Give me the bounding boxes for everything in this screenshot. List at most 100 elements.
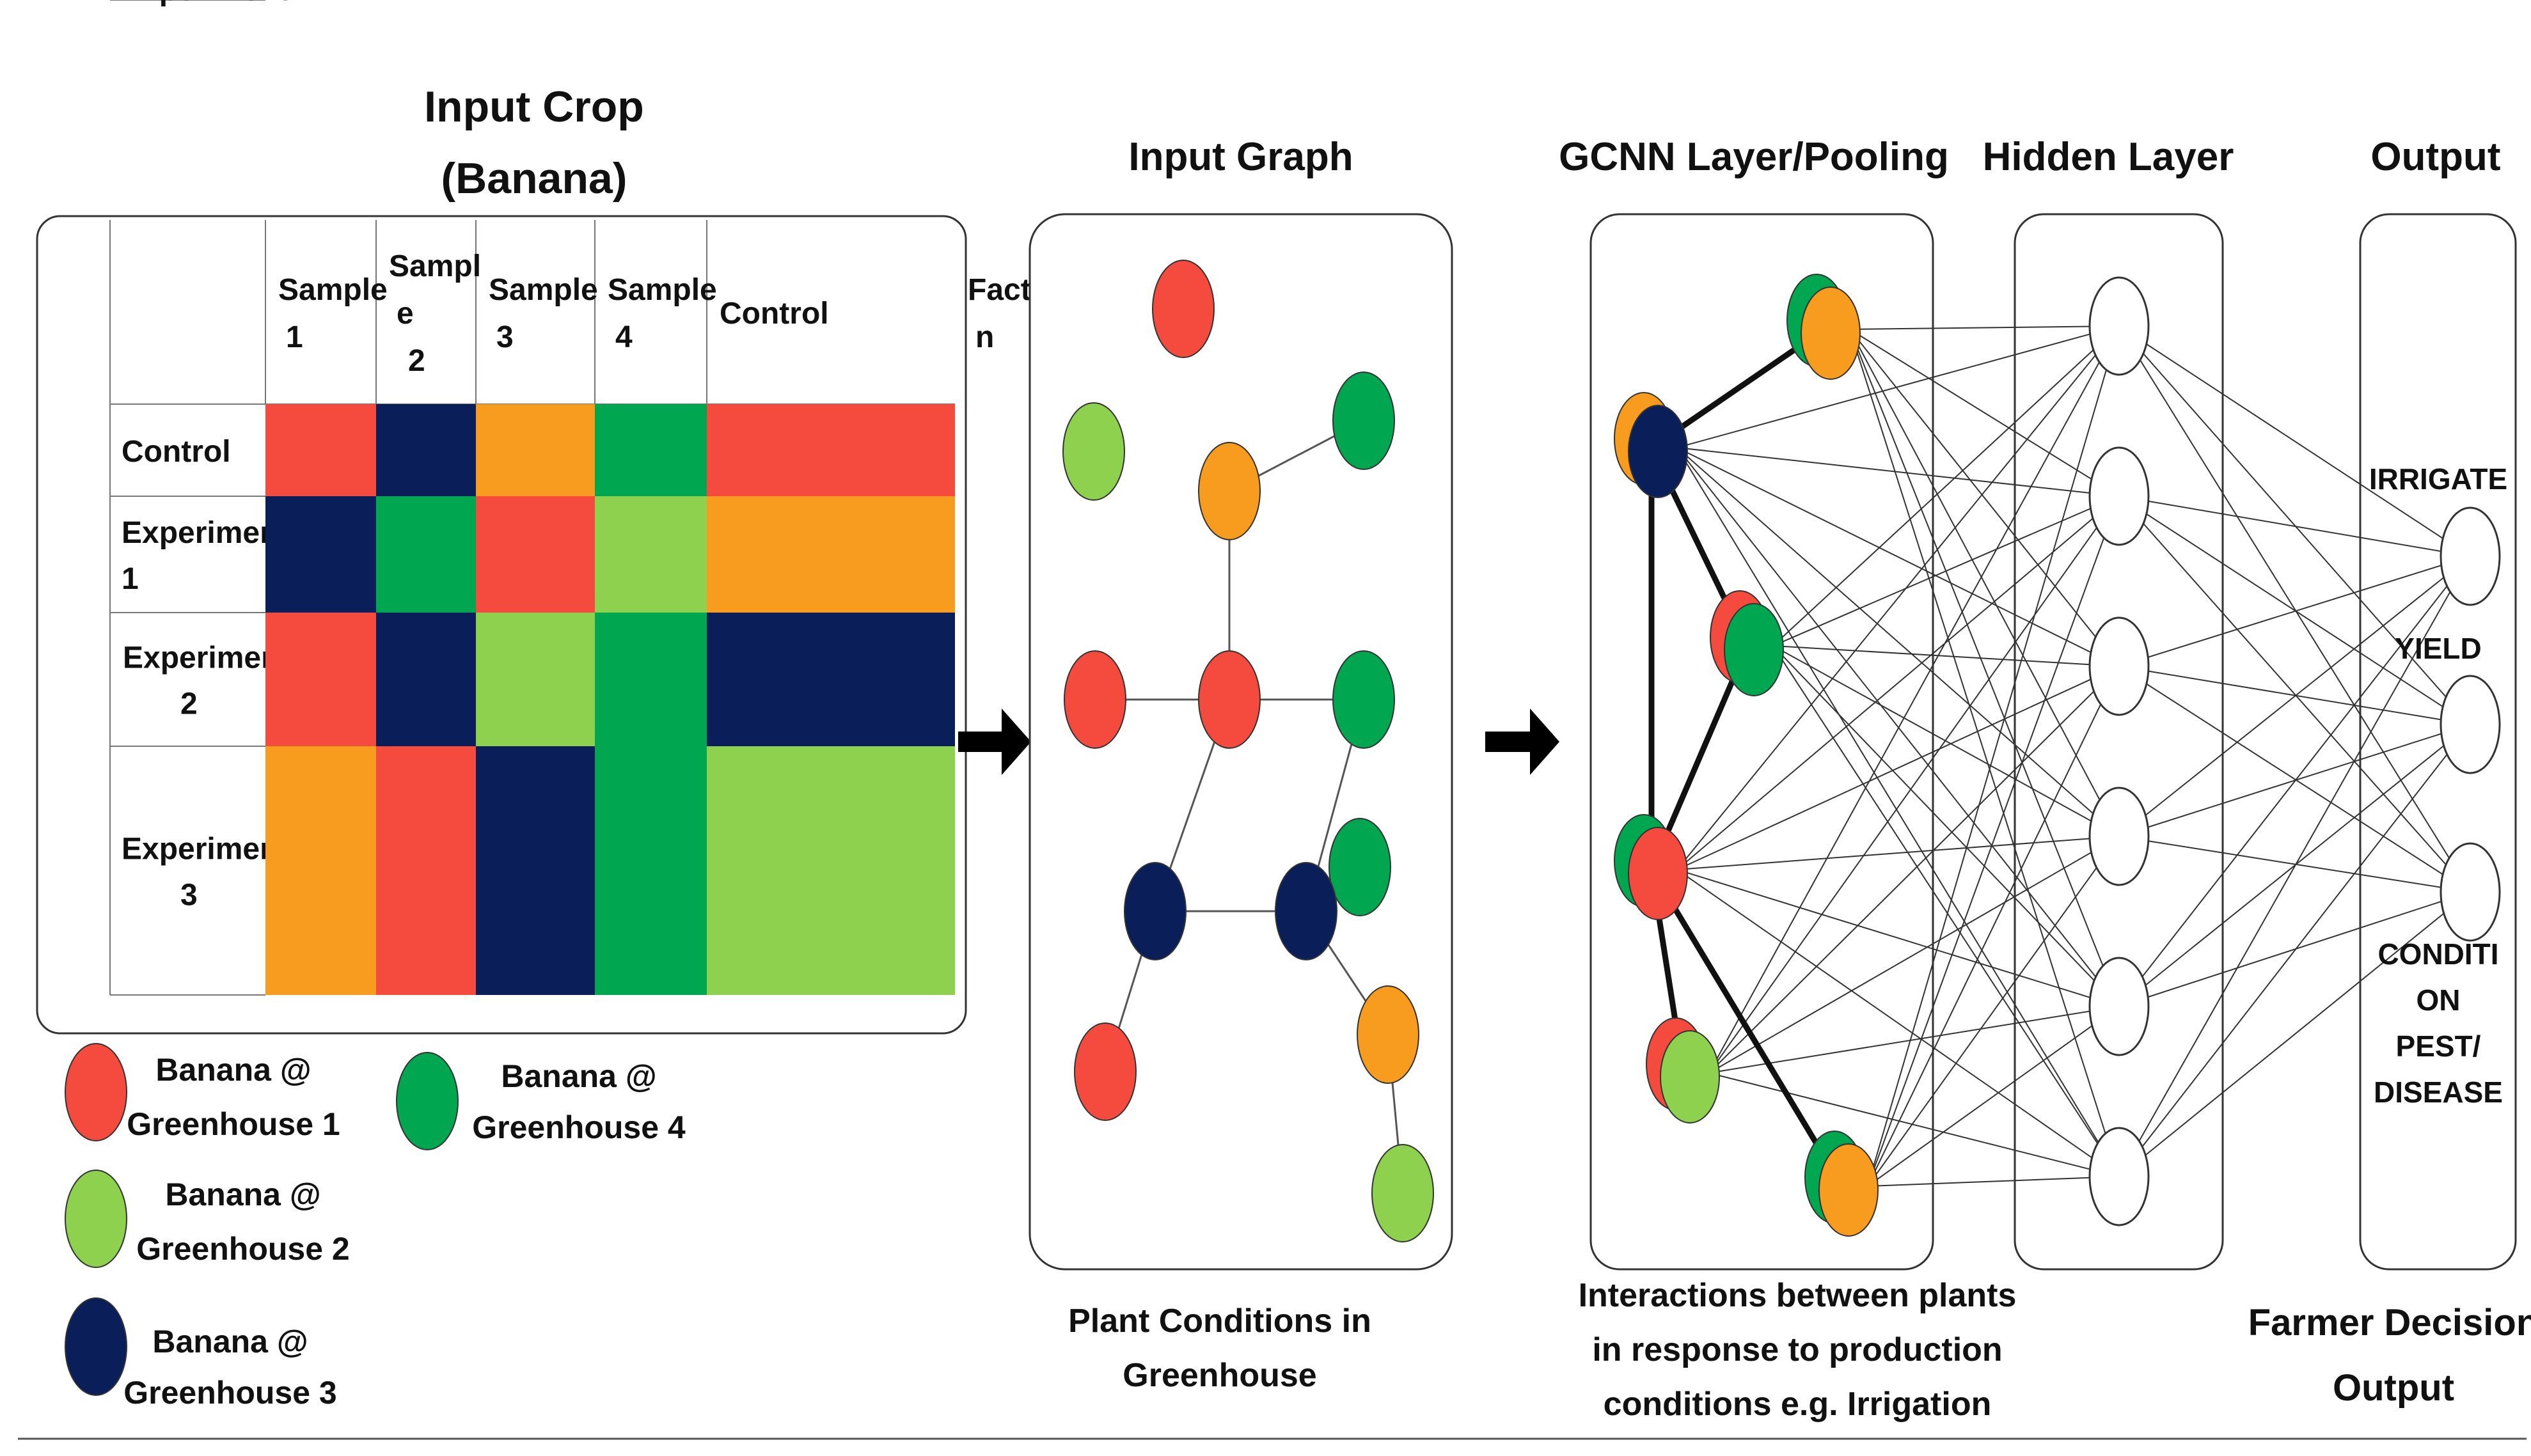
output-caption-line1: Farmer Decision	[2248, 1302, 2531, 1343]
nn-link	[2118, 836, 2471, 893]
nn-link	[1849, 329, 2120, 1177]
gcnn-node	[1628, 405, 1688, 498]
nn-link	[1772, 325, 2120, 646]
graph-node	[1152, 260, 1215, 358]
row-label: 4	[122, 0, 139, 7]
nn-link	[1676, 447, 2120, 1007]
table-cell	[265, 746, 376, 995]
nn-link	[1676, 447, 2120, 497]
gcnn-node	[1801, 286, 1861, 380]
legend-swatch-icon	[65, 1297, 127, 1396]
input-graph-caption-line2: Greenhouse	[1123, 1357, 1316, 1394]
nn-link	[2118, 556, 2471, 1177]
column-header: Sample	[489, 273, 598, 307]
output-node	[2440, 842, 2501, 942]
graph-node	[1357, 985, 1419, 1084]
column-header: 4	[615, 320, 633, 354]
output-label: CONDITI	[2377, 937, 2498, 971]
nn-link	[1849, 325, 2120, 330]
nn-link	[1676, 869, 2120, 1177]
table-cell	[595, 613, 707, 746]
legend-swatch-icon	[65, 1043, 127, 1141]
column-header: 1	[286, 320, 303, 354]
legend-swatch-icon	[65, 1170, 127, 1268]
gcnn-caption-line2: in response to production	[1592, 1331, 2002, 1368]
nn-link	[1772, 645, 2120, 667]
row-label: Experiment	[122, 516, 288, 550]
nn-link	[1708, 666, 2120, 1074]
nn-link	[1772, 496, 2120, 646]
nn-link	[1867, 666, 2120, 1187]
row-label: 3	[180, 879, 198, 912]
nn-link	[2118, 666, 2471, 725]
arrow-right-icon	[1485, 708, 1559, 775]
table-cell	[476, 404, 595, 496]
hidden-node	[2088, 446, 2150, 546]
row-label: 2	[180, 687, 198, 721]
output-label: ON	[2417, 983, 2461, 1017]
table-cell	[707, 404, 955, 496]
nn-link	[1867, 325, 2120, 1187]
nn-link	[1849, 329, 2120, 1007]
nn-connections	[1676, 325, 2471, 1187]
table-cell	[265, 496, 376, 613]
nn-link	[2118, 891, 2471, 1007]
column-header: Sample	[278, 273, 388, 307]
output-nodes	[2440, 506, 2501, 942]
nn-link	[2118, 325, 2471, 893]
gcnn-edge	[1649, 868, 1845, 1188]
crop-table: Sample1Sample2Sample3Sample4ControlFacto…	[109, 0, 1062, 996]
table-cell	[376, 746, 476, 995]
nn-link	[1676, 869, 2120, 1007]
nn-link	[1867, 496, 2120, 1187]
hidden-node	[2088, 1127, 2150, 1226]
input-graph-title: Input Graph	[1128, 135, 1353, 179]
nn-link	[1676, 325, 2120, 870]
gcnn-node	[1628, 827, 1688, 920]
nn-link	[2118, 556, 2471, 837]
table-cell	[376, 404, 476, 496]
gcnn-caption-line1: Interactions between plants	[1579, 1277, 2017, 1314]
column-header: Control	[720, 297, 829, 331]
column-header: 2	[408, 344, 425, 378]
output-node	[2440, 675, 2501, 774]
table-cell	[707, 613, 955, 746]
legend-swatch-icon	[396, 1052, 459, 1150]
graph-node	[1124, 862, 1187, 960]
hidden-node	[2088, 787, 2150, 886]
input-graph-caption-line1: Plant Conditions in	[1068, 1303, 1371, 1340]
legend-label: Banana @	[501, 1058, 656, 1094]
column-header: 3	[496, 320, 514, 354]
gcnn-node	[1660, 1030, 1720, 1123]
legend-label: Greenhouse 1	[127, 1106, 340, 1142]
output-label: DISEASE	[2374, 1076, 2503, 1109]
nn-link	[2118, 325, 2471, 725]
graph-node	[1064, 650, 1126, 749]
nn-link	[1867, 836, 2120, 1187]
column-header: Sampl	[389, 249, 481, 283]
hidden-frame	[2014, 213, 2224, 1271]
gcnn-node	[1724, 603, 1784, 696]
graph-node	[1332, 650, 1395, 749]
column-header: n	[975, 320, 994, 354]
column-header: Sample	[608, 273, 717, 307]
nn-link	[1708, 836, 2120, 1074]
hidden-node	[2088, 957, 2150, 1056]
row-label: 1	[122, 562, 139, 596]
nn-link	[2118, 556, 2471, 1007]
graph-node	[1275, 862, 1337, 960]
row-label: Experiment	[122, 0, 288, 7]
graph-node	[1062, 402, 1125, 501]
nn-link	[1849, 329, 2120, 837]
nn-link	[2118, 556, 2471, 667]
row-label: Experiment	[123, 641, 290, 675]
table-cell	[595, 496, 707, 613]
nn-link	[1676, 836, 2120, 870]
table-cell	[476, 613, 595, 746]
nn-link	[2118, 496, 2471, 893]
nn-link	[1708, 1006, 2120, 1074]
nn-link	[1708, 496, 2120, 1074]
